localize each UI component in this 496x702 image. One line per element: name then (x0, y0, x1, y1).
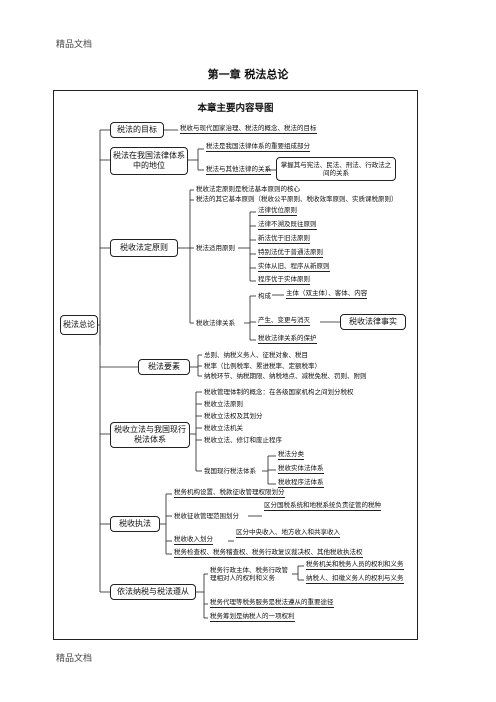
current-tax-system: 我国现行税法体系 (204, 467, 256, 475)
header-text: 精品文档 (56, 40, 93, 50)
statutory-core: 税收法定原则是税法基本原则的核心 (196, 185, 300, 193)
legislation-item-2: 税收立法原则 (204, 400, 243, 408)
legal-position-b: 税法与其他法律的关系 (206, 165, 271, 175)
application-item-2: 法律不溯及既往原则 (258, 220, 317, 230)
legislation-item-4: 税收立法机关 (204, 424, 243, 432)
node-tax-legislation: 税收立法与我国现行税法体系 (110, 422, 190, 448)
application-item-4: 特别法优于普通法原则 (258, 248, 323, 258)
enforcement-item-1: 税务机构设置、税款征收管理权限划分 (174, 488, 285, 498)
enforcement-item-2: 税收征收管理范围划分 (174, 512, 239, 520)
enforcement-item-4: 税务检查权、税务稽查权、税务行政复议裁决权、其他税收执法权 (174, 548, 363, 558)
diagram-frame (53, 90, 418, 640)
node-tax-objective: 税法的目标 (110, 122, 164, 138)
legal-fact-box: 税收法律事实 (340, 314, 406, 330)
relation-composition: 构成 (258, 292, 271, 300)
other-principles: 税法的其它基本原则（税收公平原则、税收效率原则、实质课税原则） (196, 195, 398, 203)
tax-elements-2: 税率（比例税率、累进税率、定额税率） (204, 362, 321, 370)
tax-system-item-1: 税法分类 (278, 450, 304, 460)
application-item-6: 程序优于实体原则 (258, 275, 310, 285)
compliance-item-3: 税务筹划是纳税人的一项权利 (210, 612, 295, 622)
enforcement-item-3: 税收收入划分 (174, 535, 213, 545)
compliance-authority-rights: 税务机关和税务人员的权利和义务 (306, 560, 404, 570)
tax-system-item-3: 税收程序法体系 (278, 478, 324, 488)
compliance-item-1: 税务行政主体、税务行政管理相对人的权利和义务 (210, 566, 294, 582)
application-principles: 税法适用原则 (196, 244, 235, 252)
page-title: 第一章 税法总论 (207, 68, 289, 81)
node-tax-elements: 税法要素 (138, 359, 190, 375)
node-tax-compliance: 依法纳税与税法遵从 (110, 584, 196, 600)
enforcement-revenue-split: 区分中央收入、地方收入和共享收入 (236, 528, 340, 538)
root-node: 税法总论 (60, 315, 98, 335)
legal-position-a: 税法是我国法律体系的重要组成部分 (206, 142, 310, 152)
relation-protection: 税收法律关系的保护 (258, 334, 317, 344)
footer-text: 精品文档 (56, 654, 93, 664)
legislation-item-5: 税收立法、修订和废止程序 (204, 436, 282, 444)
tax-objective-detail: 税收与现代国家治理、税法的概念、税法的目标 (180, 124, 317, 134)
legal-relation-label: 税收法律关系 (196, 319, 235, 327)
application-item-1: 法律优位原则 (258, 206, 297, 216)
node-statutory-principle: 税收法定原则 (110, 239, 178, 257)
legislation-item-1: 税收管理体制的概念：在各级国家机构之间划分税权 (204, 388, 354, 396)
enforcement-national-local: 区分国税系统和地税系统负责征管的税种 (264, 501, 381, 511)
application-item-3: 新法优于旧法原则 (258, 234, 310, 244)
relation-change: 产生、变更与消灭 (258, 316, 310, 326)
node-tax-enforcement: 税收执法 (110, 516, 160, 532)
legal-relation-box: 掌握其与宪法、民法、刑法、行政法之间的关系 (276, 157, 396, 181)
application-item-5: 实体从旧、程序从新原则 (258, 262, 330, 272)
tax-elements-3: 纳税环节、纳税期限、纳税地点、减税免税、罚则、附则 (204, 372, 367, 380)
tax-elements-1: 总则、纳税义务人、征税对象、税目 (204, 351, 308, 359)
node-legal-position: 税法在我国法律体系中的地位 (110, 147, 188, 175)
diagram-title: 本章主要内容导图 (197, 103, 274, 114)
relation-composition-detail: 主体（双主体）、客体、内容 (286, 289, 368, 299)
legislation-item-3: 税收立法权及其划分 (204, 412, 263, 420)
compliance-taxpayer-rights: 纳税人、扣缴义务人的权利与义务 (306, 574, 404, 584)
tax-system-item-2: 税收实体法体系 (278, 464, 324, 474)
compliance-item-1-text: 税务行政主体、税务行政管理相对人的权利和义务 (210, 566, 288, 582)
compliance-item-2: 税务代理等税务服务是税法遵从的重要途径 (210, 598, 334, 608)
